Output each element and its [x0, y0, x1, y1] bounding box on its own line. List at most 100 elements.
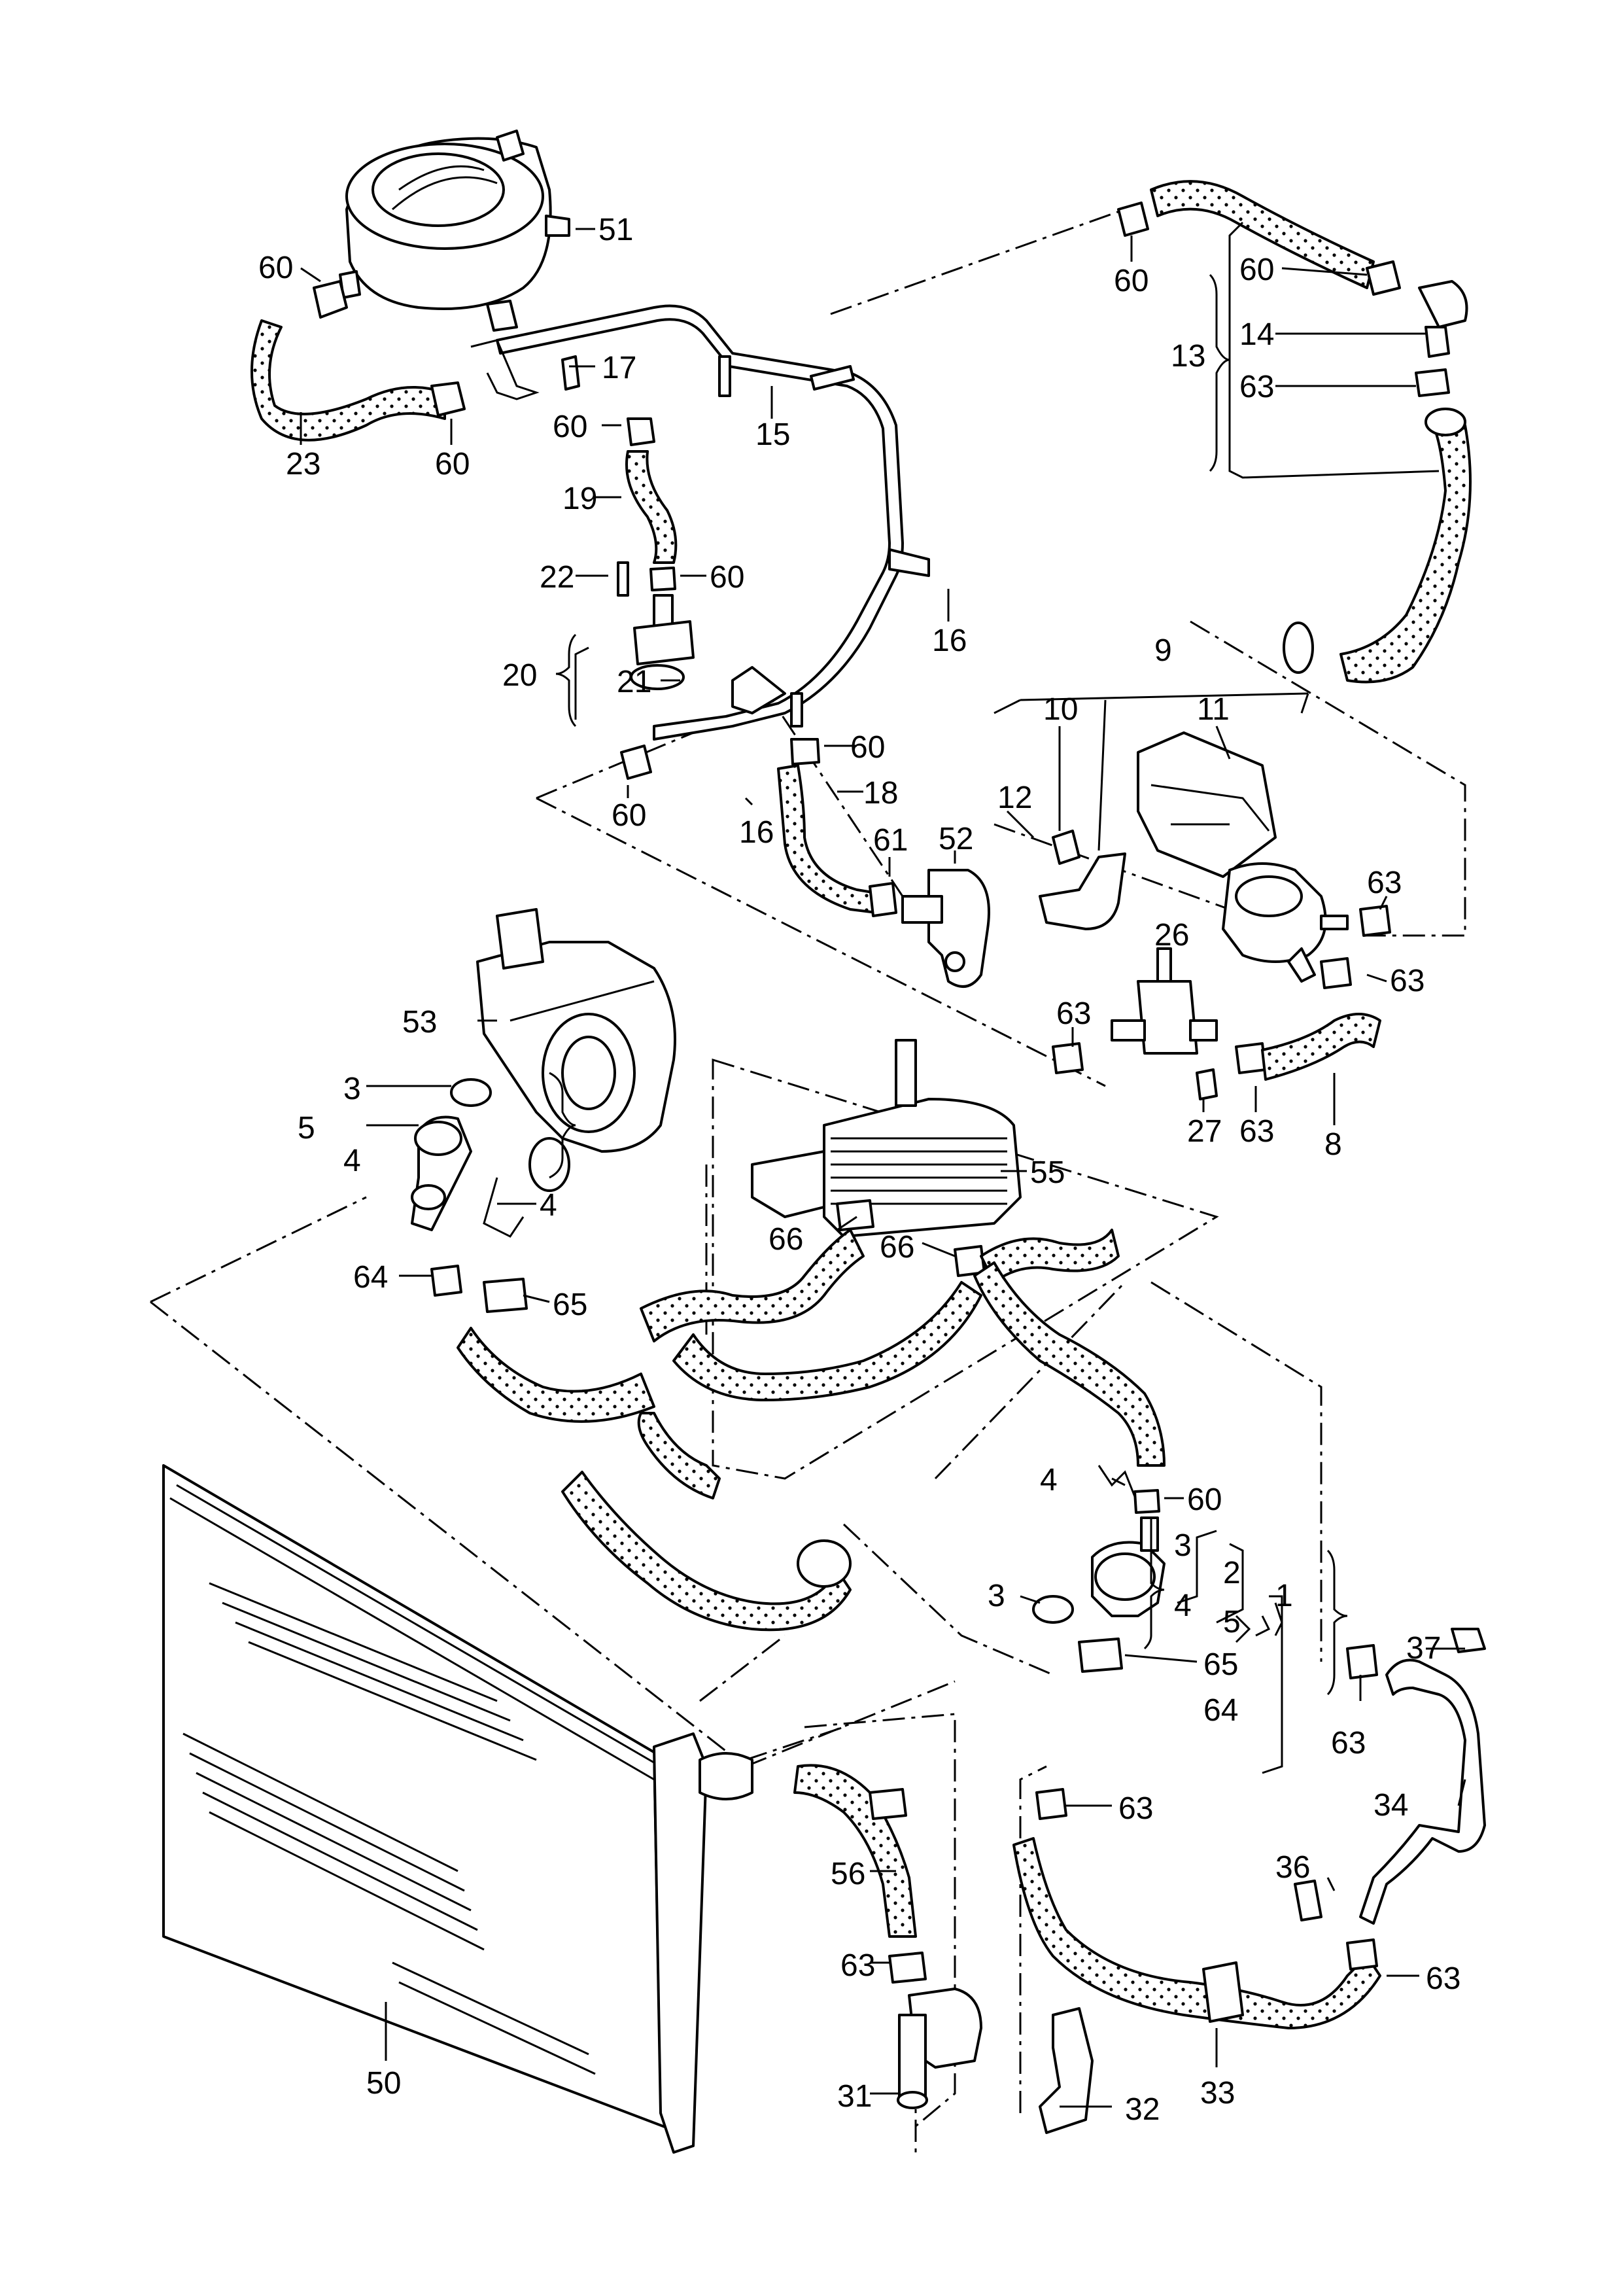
hose-56: [793, 1764, 917, 1938]
part-label: 19: [562, 482, 597, 516]
bolt-36: [1294, 1880, 1322, 1921]
part-label: 4: [1174, 1588, 1192, 1623]
clip-4: [1097, 1465, 1139, 1505]
part-label: 26: [1154, 918, 1189, 953]
part-label: 53: [402, 1005, 437, 1040]
clamp-63: [869, 1788, 907, 1820]
part-label: 65: [1203, 1647, 1238, 1682]
part-label: 60: [258, 251, 293, 285]
hose-8: [1261, 1013, 1381, 1081]
hose-19: [625, 450, 678, 564]
part-label: 17: [602, 351, 636, 385]
part-label: 1: [1275, 1579, 1293, 1613]
part-label: 56: [831, 1857, 865, 1891]
clamp-63: [1052, 1042, 1084, 1074]
part-label: 15: [755, 417, 790, 452]
hose-33: [1012, 1837, 1381, 2029]
thermostat-housing-53: [476, 908, 676, 1192]
part-label: 63: [1239, 1114, 1274, 1149]
clamp-63: [1320, 957, 1352, 989]
part-label: 63: [1390, 964, 1425, 998]
hose-23: [251, 319, 446, 442]
part-label: 20: [502, 658, 537, 693]
part-label: 63: [840, 1948, 875, 1983]
clamp-60: [430, 381, 466, 417]
part-label: 33: [1200, 2076, 1235, 2111]
part-label: 63: [1118, 1791, 1153, 1826]
part-label: 16: [739, 815, 774, 850]
hose-33-sleeve: [1202, 1961, 1244, 2023]
brace-marks: [549, 273, 1348, 1696]
valve-26: [1111, 947, 1218, 1055]
nut-37: [1451, 1628, 1486, 1653]
part-label: 66: [769, 1222, 803, 1257]
bracket-32: [1039, 2007, 1094, 2134]
part-label: 64: [1203, 1693, 1238, 1728]
part-label: 60: [850, 730, 885, 765]
hose-13-assembly: [1117, 180, 1472, 684]
clamp-60: [627, 417, 655, 446]
clamp-60: [1133, 1489, 1160, 1514]
part-label: 12: [997, 780, 1032, 815]
part-label: 3: [988, 1579, 1005, 1613]
part-label: 11: [1197, 692, 1230, 727]
coolant-pipe-15: [496, 304, 930, 741]
o-ring-3: [450, 1078, 492, 1107]
part-label: 55: [1030, 1155, 1065, 1190]
part-label: 66: [880, 1230, 914, 1265]
hose-18: [777, 764, 878, 914]
part-label: 4: [343, 1144, 361, 1178]
clamp-60: [620, 745, 652, 780]
connector-2: [1091, 1516, 1166, 1617]
insulation-sleeve-11: [1137, 731, 1277, 878]
part-number-labels: 51 60 23 60 17 60 15 19 22 60 20 21 16 6…: [258, 213, 1460, 2127]
part-label: 60: [612, 798, 646, 833]
oil-cooler-55: [751, 1039, 1022, 1238]
clamp-63: [1235, 1042, 1267, 1074]
connector-5: [411, 1115, 472, 1231]
clamp-63: [888, 1952, 927, 1984]
clamp-60: [790, 738, 820, 765]
expansion-tank: [339, 130, 570, 332]
part-label: 64: [353, 1260, 388, 1295]
clamp-63: [1035, 1788, 1067, 1820]
leader-lines: [300, 221, 1466, 2108]
part-label: 16: [932, 623, 967, 658]
part-label: 63: [1056, 996, 1091, 1031]
part-label: 31: [837, 2079, 872, 2114]
pipe-34: [1359, 1658, 1486, 1925]
reference-lines: [150, 208, 1466, 2152]
clamp-60: [313, 280, 348, 319]
part-label: 50: [366, 2066, 401, 2101]
part-label: 5: [298, 1111, 315, 1146]
part-label: 36: [1275, 1850, 1310, 1885]
clamp-65: [1078, 1638, 1123, 1673]
clamp-60: [649, 567, 676, 591]
part-label: 34: [1373, 1788, 1408, 1823]
clamp-61: [869, 882, 897, 917]
part-label: 60: [553, 410, 587, 444]
part-label: 65: [553, 1288, 587, 1322]
clamp-63: [1359, 905, 1391, 937]
part-label: 4: [1040, 1463, 1058, 1498]
bolt-17: [561, 355, 580, 391]
part-label: 3: [1174, 1528, 1192, 1563]
part-label: 3: [343, 1072, 361, 1106]
part-label: 60: [1239, 253, 1274, 287]
radiator-50: [162, 1464, 753, 2154]
part-label: 21: [617, 665, 651, 699]
part-label: 10: [1043, 692, 1078, 727]
part-label: 52: [939, 822, 973, 856]
part-label: 4: [540, 1188, 557, 1223]
part-label: 60: [435, 447, 470, 482]
pump-bracket-10: [1039, 830, 1126, 930]
part-label: 63: [1331, 1726, 1366, 1761]
part-label: 37: [1406, 1631, 1441, 1666]
part-label: 14: [1239, 317, 1274, 352]
flange-20: [617, 561, 695, 690]
clip-4: [483, 1177, 525, 1238]
clamp-65: [483, 1278, 528, 1313]
part-label: 27: [1187, 1114, 1222, 1149]
part-label: 61: [873, 823, 908, 858]
